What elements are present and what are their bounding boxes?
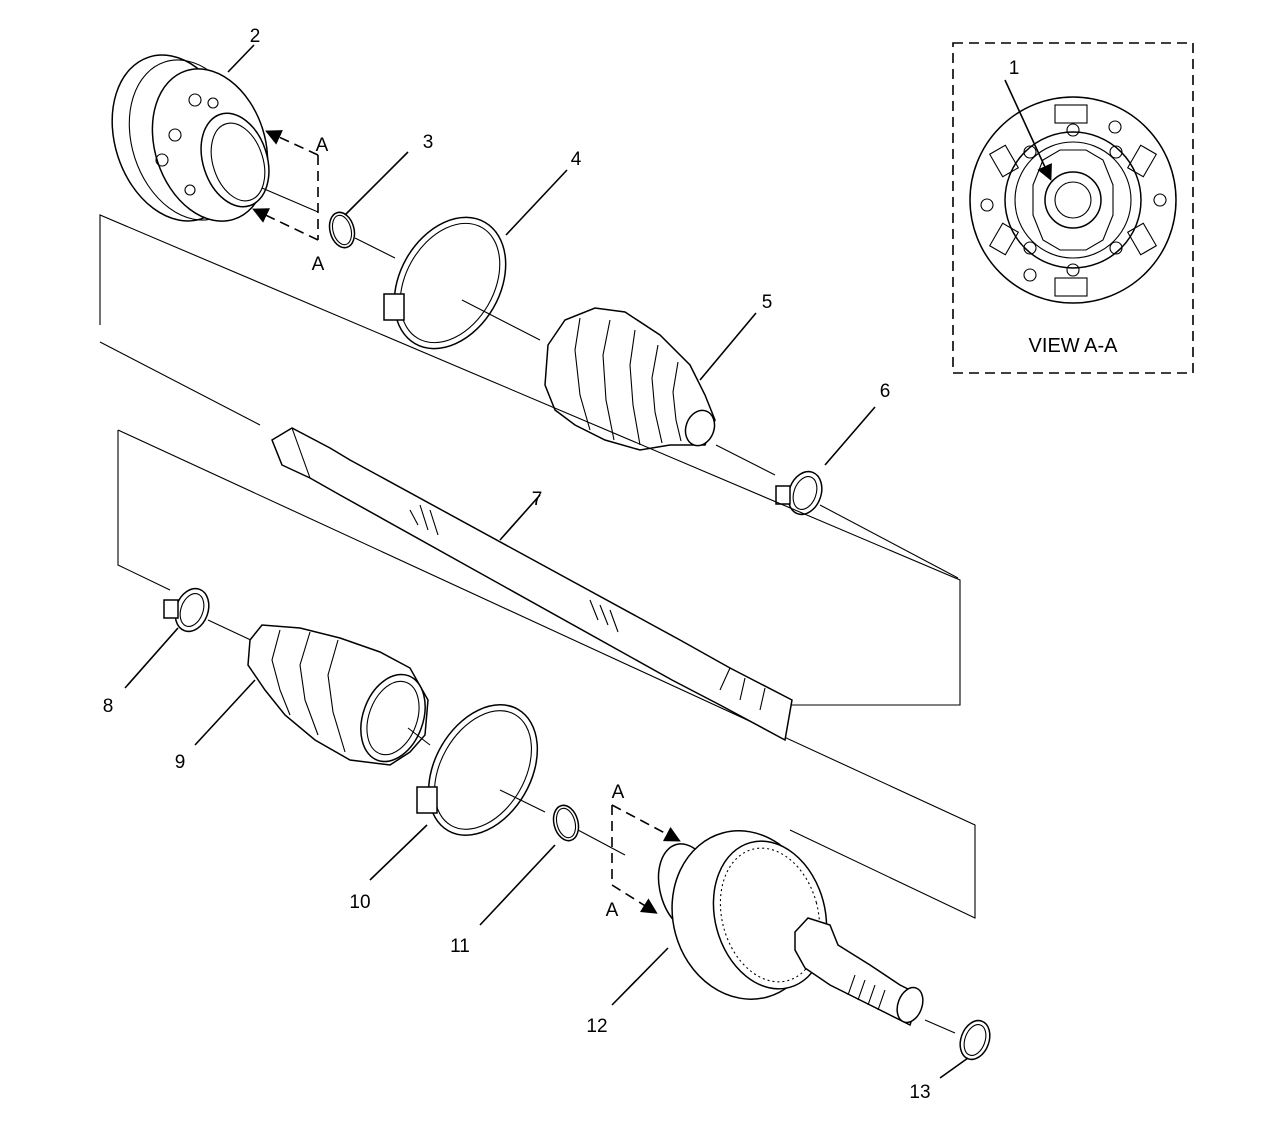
section-letter-top-2: A (612, 782, 625, 803)
outer-boot-9 (247, 624, 429, 766)
inset-frame (952, 42, 1194, 374)
retaining-ring-11 (552, 804, 580, 842)
callout-4: 4 (571, 149, 582, 170)
callout-5: 5 (762, 292, 773, 313)
callout-3: 3 (423, 132, 434, 153)
view-a-a-inset: 1 VIEW A-A (952, 42, 1194, 374)
section-letter-top: A (316, 135, 329, 156)
section-marker-upper: A A (252, 130, 329, 275)
outer-cv-joint-12 (657, 830, 924, 1027)
callout-7: 7 (532, 489, 543, 510)
callout-8: 8 (103, 696, 114, 717)
callout-6: 6 (880, 381, 891, 402)
callout-9: 9 (175, 752, 186, 773)
section-marker-lower: A A (606, 782, 681, 921)
alignment-lines (99, 214, 976, 919)
callout-10: 10 (349, 892, 370, 913)
axle-shaft-7 (271, 427, 793, 742)
callout-1: 1 (1009, 58, 1020, 79)
boot-clamp-10 (416, 704, 539, 836)
callout-13: 13 (909, 1082, 930, 1103)
callout-2: 2 (250, 26, 261, 47)
callout-11: 11 (450, 936, 470, 957)
section-letter-bottom: A (312, 254, 325, 275)
view-title: VIEW A-A (1029, 335, 1119, 357)
small-boot-clamp-8 (163, 587, 210, 633)
callout-12: 12 (586, 1016, 607, 1037)
inner-joint-housing (111, 54, 270, 222)
snap-ring-13 (959, 1019, 991, 1061)
inner-boot-5 (544, 307, 716, 451)
retaining-ring-3 (328, 211, 356, 249)
section-letter-bottom-2: A (606, 900, 619, 921)
boot-clamp-4 (383, 216, 507, 350)
small-boot-clamp-6 (775, 470, 823, 516)
inner-joint-end-view (969, 96, 1177, 304)
